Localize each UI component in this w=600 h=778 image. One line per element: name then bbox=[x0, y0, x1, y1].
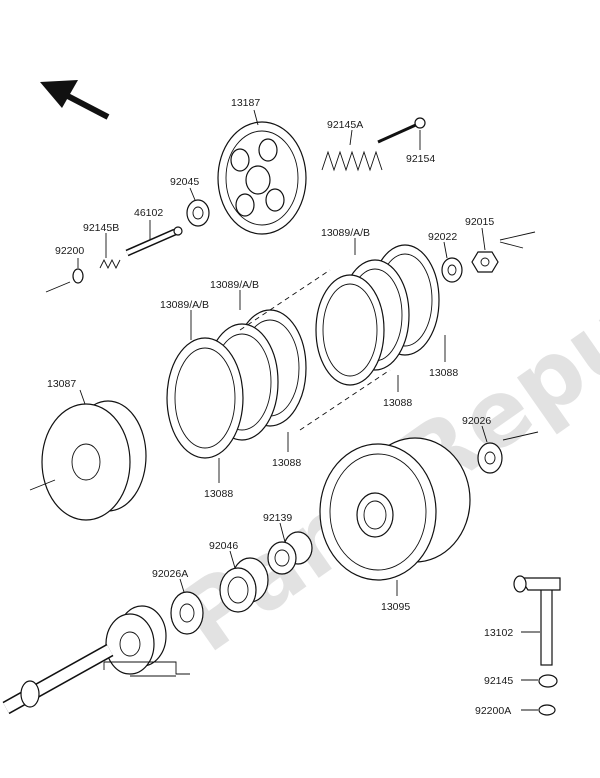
washer-92022 bbox=[441, 257, 463, 283]
label-92145: 92145 bbox=[484, 675, 513, 687]
label-92015: 92015 bbox=[465, 216, 494, 228]
label-92026A: 92026A bbox=[152, 568, 188, 580]
washer-92026 bbox=[477, 442, 503, 474]
label-13095: 13095 bbox=[381, 601, 410, 613]
washer-92200A bbox=[538, 704, 556, 716]
leader-lines bbox=[29, 109, 540, 711]
label-13089-mid: 13089/A/B bbox=[210, 279, 259, 291]
label-92046: 92046 bbox=[209, 540, 238, 552]
clutch-plates-lower bbox=[166, 309, 307, 459]
label-92200A: 92200A bbox=[475, 705, 511, 717]
clutch-hub-13087 bbox=[41, 400, 147, 521]
label-13187: 13187 bbox=[231, 97, 260, 109]
washer-92026A bbox=[170, 591, 204, 635]
bolt-92154 bbox=[377, 117, 426, 144]
label-46102: 46102 bbox=[134, 207, 163, 219]
clutch-plates-upper bbox=[315, 244, 440, 386]
sleeve-92139 bbox=[267, 531, 313, 575]
release-shaft-13102 bbox=[513, 575, 561, 666]
label-13088-b: 13088 bbox=[383, 397, 412, 409]
label-92022: 92022 bbox=[428, 231, 457, 243]
label-13088-d: 13088 bbox=[204, 488, 233, 500]
label-13089-low: 13089/A/B bbox=[160, 299, 209, 311]
clutch-housing-13095 bbox=[319, 437, 471, 581]
label-13089-top: 13089/A/B bbox=[321, 227, 370, 239]
direction-arrow-icon bbox=[40, 80, 110, 120]
label-92026: 92026 bbox=[462, 415, 491, 427]
washer-92200 bbox=[72, 268, 84, 284]
label-92145B: 92145B bbox=[83, 222, 119, 234]
oil-seal-92145 bbox=[538, 674, 558, 688]
label-92045: 92045 bbox=[170, 176, 199, 188]
pressure-plate bbox=[217, 121, 307, 235]
nut-92015 bbox=[471, 251, 499, 273]
label-13102: 13102 bbox=[484, 627, 513, 639]
transmission-shaft bbox=[2, 605, 167, 715]
needle-bearing-92046 bbox=[219, 557, 269, 613]
label-13088-a: 13088 bbox=[429, 367, 458, 379]
label-92154: 92154 bbox=[406, 153, 435, 165]
spring-92145B bbox=[99, 258, 121, 270]
spring-92145A bbox=[321, 150, 383, 172]
label-13087: 13087 bbox=[47, 378, 76, 390]
label-92200: 92200 bbox=[55, 245, 84, 257]
bearing-92045 bbox=[186, 199, 210, 227]
push-rod-46102 bbox=[125, 226, 183, 257]
label-13088-c: 13088 bbox=[272, 457, 301, 469]
label-92145A: 92145A bbox=[327, 119, 363, 131]
label-92139: 92139 bbox=[263, 512, 292, 524]
